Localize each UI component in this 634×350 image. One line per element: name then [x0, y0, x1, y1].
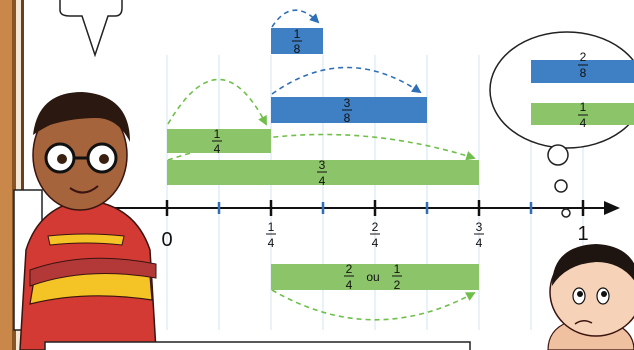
svg-text:2: 2	[346, 262, 353, 276]
svg-text:1: 1	[580, 100, 587, 114]
svg-text:4: 4	[268, 236, 275, 250]
svg-text:4: 4	[580, 116, 587, 130]
arrow-one-quarter	[167, 78, 267, 126]
arrow-three-eighths	[271, 66, 422, 95]
svg-text:3: 3	[344, 96, 351, 110]
tick-label-zero: 0	[161, 229, 172, 251]
tick-label-one: 1	[577, 223, 588, 245]
tick-label-three-quarters: 3 4	[474, 220, 484, 250]
arrow-one-eighth	[271, 9, 320, 28]
arrow-two-quarters	[271, 289, 476, 321]
speech-bubble-icon	[59, 0, 123, 58]
label-three-eighths: 3 8	[342, 96, 352, 125]
boy-character	[13, 92, 157, 350]
svg-text:4: 4	[372, 236, 379, 250]
svg-text:1: 1	[294, 27, 301, 41]
thought-bubble-icon: 2 8 1 4	[489, 31, 634, 218]
bubble-bar-two-eighths	[531, 60, 634, 83]
svg-text:2: 2	[580, 50, 587, 64]
svg-text:8: 8	[344, 111, 351, 125]
svg-text:ou: ou	[366, 270, 379, 284]
svg-text:3: 3	[476, 220, 483, 234]
label-three-quarters: 3 4	[317, 158, 327, 188]
label-two-quarters: 2 4 ou 1 2	[344, 262, 402, 292]
svg-text:4: 4	[319, 174, 326, 188]
svg-text:1: 1	[394, 262, 401, 276]
svg-text:1: 1	[214, 127, 221, 141]
girl-character	[547, 244, 634, 350]
svg-text:8: 8	[580, 66, 587, 80]
label-one-quarter: 1 4	[212, 127, 222, 156]
svg-text:8: 8	[294, 42, 301, 56]
arrow-three-quarters	[167, 133, 476, 161]
caption-panel	[44, 341, 471, 350]
svg-text:2: 2	[394, 278, 401, 292]
number-line	[110, 200, 620, 216]
label-one-eighth: 1 8	[292, 27, 302, 56]
svg-text:4: 4	[214, 142, 221, 156]
svg-text:1: 1	[268, 220, 275, 234]
bar-two-quarters	[271, 264, 479, 290]
svg-text:4: 4	[476, 236, 483, 250]
bubble-bar-one-quarter	[531, 103, 634, 125]
tick-label-one-quarter: 1 4	[266, 220, 276, 250]
svg-text:4: 4	[346, 278, 353, 292]
svg-text:3: 3	[319, 158, 326, 172]
tick-label-two-quarters: 2 4	[370, 220, 380, 250]
board-frame	[0, 0, 12, 350]
svg-text:2: 2	[372, 220, 379, 234]
